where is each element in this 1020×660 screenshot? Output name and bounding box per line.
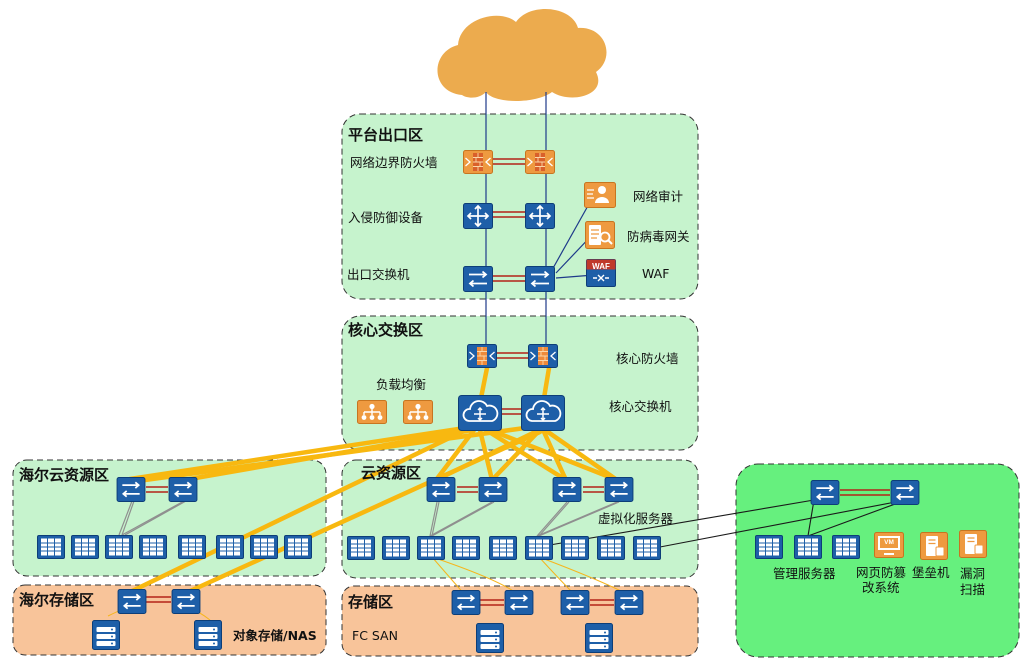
haier-storage-switch-icon <box>117 589 147 614</box>
zone-title-cloud: 云资源区 <box>361 464 421 482</box>
haier-switch-icon <box>168 477 198 502</box>
storage-array-icon <box>194 620 222 650</box>
server-icon <box>250 535 278 559</box>
border-firewall-icon <box>463 150 493 174</box>
zone-titles: 平台出口区 核心交换区 海尔云资源区 云资源区 海尔存储区 存储区 <box>19 126 423 611</box>
exit-devices: WAF <box>463 150 616 292</box>
label-vuln-scan-line2: 扫描 <box>960 582 985 597</box>
san-switch-icon <box>504 590 534 615</box>
waf-badge-text: WAF <box>592 262 610 271</box>
label-vuln-scan-line1: 漏洞 <box>960 566 985 581</box>
haier-storage-switch-icon <box>171 589 201 614</box>
trunk-links <box>127 365 620 595</box>
server-icon <box>139 535 167 559</box>
av-gateway-icon <box>585 221 615 249</box>
label-virt-server: 虚拟化服务器 <box>598 511 674 526</box>
label-mgmt-server: 管理服务器 <box>773 566 836 581</box>
net-audit-icon <box>584 182 616 208</box>
server-icon <box>755 535 783 559</box>
san-switch-icon <box>560 590 590 615</box>
server-links <box>118 500 620 537</box>
core-firewall-icon <box>528 344 558 368</box>
server-icon <box>105 535 133 559</box>
server-icon <box>178 535 206 559</box>
server-icon <box>561 536 589 560</box>
exit-switch-icon <box>525 266 555 292</box>
server-icon <box>382 536 410 560</box>
cloud-switch-icon <box>604 477 634 502</box>
label-ips: 入侵防御设备 <box>348 210 424 225</box>
storage-array-icon <box>92 620 120 650</box>
label-border-firewall: 网络边界防火墙 <box>350 155 438 170</box>
server-icon <box>417 536 445 560</box>
zone-title-exit: 平台出口区 <box>348 126 423 144</box>
server-icon <box>597 536 625 560</box>
label-net-audit: 网络审计 <box>633 189 683 204</box>
label-web-tamper-line1: 网页防篡 <box>856 565 906 580</box>
cloud-switch-icon <box>426 477 456 502</box>
waf-icon: WAF <box>586 259 616 287</box>
load-balancer-icon <box>357 400 387 424</box>
server-icon <box>284 535 312 559</box>
label-web-tamper-line2: 改系统 <box>862 580 900 595</box>
label-core-firewall: 核心防火墙 <box>616 351 679 366</box>
san-switch-icon <box>614 590 644 615</box>
load-balancer-icon <box>403 400 433 424</box>
zone-haier-storage <box>12 584 327 656</box>
label-av-gateway: 防病毒网关 <box>627 229 690 244</box>
server-icon <box>216 535 244 559</box>
label-exit-switch: 出口交换机 <box>347 267 410 282</box>
pair-links <box>146 158 890 606</box>
server-icon <box>525 536 553 560</box>
zone-title-haier-storage: 海尔存储区 <box>19 591 94 609</box>
zone-title-core: 核心交换区 <box>348 321 423 339</box>
zone-exit <box>341 113 699 300</box>
vuln-scanner-icon <box>959 530 987 558</box>
label-waf: WAF <box>642 266 669 281</box>
server-icon <box>37 535 65 559</box>
vm-badge-text: VM <box>884 539 894 546</box>
internet-cloud <box>437 9 607 101</box>
san-switch-icon <box>451 590 481 615</box>
label-load-balance: 负载均衡 <box>376 377 426 392</box>
ips-router-icon <box>463 203 493 229</box>
zone-title-storage: 存储区 <box>348 593 393 611</box>
server-icon <box>347 536 375 560</box>
mgmt-switch-icon <box>890 480 920 505</box>
server-icon <box>794 535 822 559</box>
server-icon <box>71 535 99 559</box>
zone-title-haier-cloud: 海尔云资源区 <box>19 466 109 484</box>
exit-switch-icon <box>463 266 493 292</box>
storage-array-icon <box>585 623 613 653</box>
device-labels: 网络边界防火墙 入侵防御设备 出口交换机 网络审计 防病毒网关 WAF 核心防火… <box>233 155 985 643</box>
border-firewall-icon <box>525 150 555 174</box>
label-bastion: 堡垒机 <box>912 565 950 580</box>
server-icon <box>832 535 860 559</box>
label-core-switch: 核心交换机 <box>609 399 672 414</box>
core-firewall-icon <box>467 344 497 368</box>
server-icon <box>452 536 480 560</box>
cloud-switch-icon <box>552 477 582 502</box>
bastion-host-icon <box>920 532 948 560</box>
label-fc-san: FC SAN <box>352 628 398 643</box>
zone-management <box>735 463 1020 658</box>
cloud-switch-icon <box>478 477 508 502</box>
core-switch-icon <box>521 395 565 431</box>
management-devices: VM <box>755 480 987 560</box>
haier-switch-icon <box>116 477 146 502</box>
mgmt-switch-icon <box>810 480 840 505</box>
label-object-storage: 对象存储/NAS <box>233 628 317 643</box>
core-switch-icon <box>458 395 502 431</box>
server-icon <box>489 536 517 560</box>
web-tamper-icon: VM <box>874 532 904 558</box>
ips-router-icon <box>525 203 555 229</box>
storage-array-icon <box>476 623 504 653</box>
server-icon <box>633 536 661 560</box>
